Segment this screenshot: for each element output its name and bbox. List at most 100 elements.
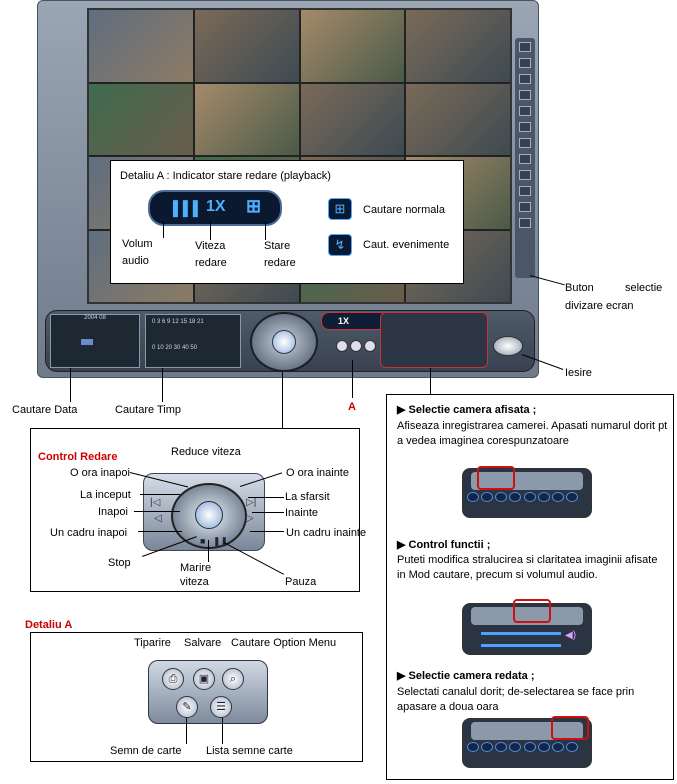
info-panel [386,394,674,780]
time-search[interactable]: 0 3 6 9 12 15 18 21 0 10 20 30 40 50 [145,314,241,368]
camera-display-text: Afiseaza inregistrarea camerei. Apasati … [397,420,668,447]
pause-icon[interactable]: ❚❚ [213,536,229,546]
split-full-button[interactable] [519,186,531,196]
camera-play-widget[interactable] [462,718,592,768]
save-icon[interactable]: ▣ [193,668,215,690]
volume-icon: ◀) [565,630,577,641]
camera-tile[interactable] [300,10,405,82]
date-callout: Cautare Data [12,404,78,416]
camera-tile[interactable] [406,83,510,155]
print-label: Tiparire [134,637,171,649]
split-callout: Buton [565,282,594,294]
screen-split-panel [515,38,535,278]
split-auto-button[interactable] [519,218,531,228]
date-calendar[interactable]: 2004 08 [50,314,140,368]
go-end-icon[interactable]: ▷| [246,497,257,508]
bookmark-list-icon[interactable]: ☰ [210,696,232,718]
stop-label: Stop [108,557,131,569]
camera-tile[interactable] [300,83,405,155]
camera-tile[interactable] [89,10,193,82]
volume-label: Volum [122,238,153,250]
go-start-icon[interactable]: |◁ [150,497,161,508]
print-button[interactable] [336,340,348,352]
camera-play-numbers[interactable] [467,742,579,766]
hour-scale: 0 3 6 9 12 15 18 21 [152,319,204,325]
camera-play-tabs[interactable] [471,722,583,740]
search-icon[interactable]: ⌕ [222,668,244,690]
frame-forward-label: Un cadru inainte [286,527,367,539]
status-icon: ⊞ [246,196,262,216]
bookmark-icon[interactable]: ✎ [176,696,198,718]
search-option-label: Cautare Option Menu [231,637,337,649]
detail-a-title: Detaliu A : Indicator stare redare (play… [120,170,331,182]
sharpness-slider[interactable] [481,644,561,647]
camera-tile[interactable] [194,83,299,155]
camera-display-title: ▶ Selectie camera afisata ; [397,404,537,416]
split-callout-b: selectie [625,282,663,294]
camera-select-panel[interactable] [380,312,488,368]
split-pip-button[interactable] [519,202,531,212]
play-button[interactable] [272,330,296,354]
normal-search-icon: ⊞ [328,198,352,220]
function-control-text: Puteti modifica stralucirea si claritate… [397,554,658,581]
bookmark-label: Semn de carte [110,745,182,757]
volume-icon: ▐▐▐ [168,200,198,216]
camera-play-text: Selectati canalul dorit; de-selectarea s… [397,686,635,713]
save-button[interactable] [350,340,362,352]
speed-caption-2: redare [195,257,227,269]
split-10-button[interactable] [519,122,531,132]
selected-tab-highlight [551,716,589,740]
camera-play-title: ▶ Selectie camera redata ; [397,670,535,682]
playback-jog-dial[interactable] [250,312,318,372]
status-caption-2: redare [264,257,296,269]
selected-tab-highlight [513,599,551,623]
calendar-header: 2004 08 [84,315,106,321]
camera-tile[interactable] [406,10,510,82]
function-tabs[interactable] [471,607,583,625]
brightness-slider[interactable] [481,632,561,635]
camera-numbers[interactable] [467,492,579,516]
detail-a-low-title: Detaliu A [25,619,73,631]
forward-icon[interactable]: ▷ [246,513,254,524]
split-8-button[interactable] [519,90,531,100]
camera-display-widget[interactable] [462,468,592,518]
function-control-title: ▶ Control functii ; [397,539,491,551]
function-control-widget[interactable]: ◀) [462,603,592,655]
print-icon[interactable]: ⎙ [162,668,184,690]
split-16-button[interactable] [519,154,531,164]
event-search-label: Caut. evenimente [363,239,450,251]
selected-date[interactable] [81,339,93,345]
rewind-label: Inapoi [98,506,128,518]
rewind-icon[interactable]: ◁ [154,513,162,524]
save-label: Salvare [184,637,222,649]
camera-tabs[interactable] [471,472,583,490]
speed-up-label: Marire [180,562,212,574]
camera-tile[interactable] [89,83,193,155]
exit-button[interactable] [493,336,523,356]
selected-tab-highlight [477,466,515,490]
split-6-button[interactable] [519,74,531,84]
stop-icon[interactable]: ■ [200,536,206,546]
split-seq-button[interactable] [519,170,531,180]
status-caption: Stare [264,240,291,252]
hour-forward-label: O ora inainte [286,467,349,479]
camera-tile[interactable] [194,10,299,82]
split-4-button[interactable] [519,58,531,68]
slow-down-label: Reduce viteza [171,446,241,458]
time-callout: Cautare Timp [115,404,182,416]
speed-label: 1X [206,198,226,215]
split-callout-2: divizare ecran [565,300,634,312]
speed-up-label-2: viteza [180,576,209,588]
split-13-button[interactable] [519,138,531,148]
hour-back-label: O ora inapoi [70,467,130,479]
pause-label: Pauza [285,576,317,588]
event-search-icon: ↯ [328,234,352,256]
search-option-button[interactable] [364,340,376,352]
play-center-button[interactable] [195,501,223,529]
go-end-label: La sfarsit [285,491,330,503]
split-1-button[interactable] [519,42,531,52]
split-9-button[interactable] [519,106,531,116]
speed-caption: Viteza [195,240,226,252]
frame-back-label: Un cadru inapoi [50,527,128,539]
playback-status-indicator: 1X [321,312,389,330]
